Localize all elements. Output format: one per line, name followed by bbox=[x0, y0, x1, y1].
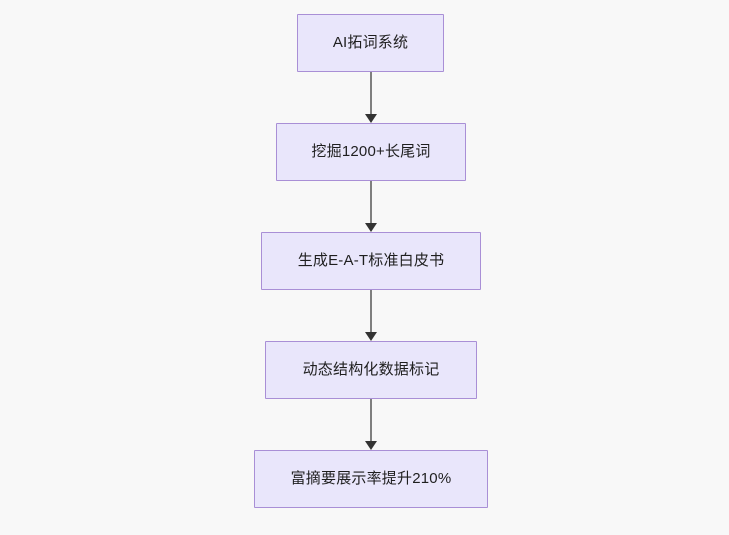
arrowhead-down-icon bbox=[365, 114, 377, 123]
flow-node-eat-whitepaper[interactable]: 生成E-A-T标准白皮书 bbox=[261, 232, 481, 290]
connector-line bbox=[370, 290, 372, 332]
flow-connector-1-to-2 bbox=[359, 72, 383, 123]
connector-line bbox=[370, 72, 372, 114]
flow-connector-4-to-5 bbox=[359, 399, 383, 450]
arrowhead-down-icon bbox=[365, 223, 377, 232]
flow-node-longtail-keywords[interactable]: 挖掘1200+长尾词 bbox=[276, 123, 466, 181]
flow-connector-3-to-4 bbox=[359, 290, 383, 341]
flow-node-rich-snippet-result[interactable]: 富摘要展示率提升210% bbox=[254, 450, 488, 508]
arrowhead-down-icon bbox=[365, 441, 377, 450]
flow-node-ai-keyword-system[interactable]: AI拓词系统 bbox=[297, 14, 444, 72]
flow-node-label: 动态结构化数据标记 bbox=[302, 360, 440, 378]
flow-node-label: 富摘要展示率提升210% bbox=[290, 469, 452, 487]
flow-connector-2-to-3 bbox=[359, 181, 383, 232]
connector-line bbox=[370, 181, 372, 223]
connector-line bbox=[370, 399, 372, 441]
flow-node-structured-data-markup[interactable]: 动态结构化数据标记 bbox=[265, 341, 477, 399]
flow-node-label: 生成E-A-T标准白皮书 bbox=[297, 251, 445, 269]
flow-node-label: AI拓词系统 bbox=[332, 33, 409, 51]
arrowhead-down-icon bbox=[365, 332, 377, 341]
flow-node-label: 挖掘1200+长尾词 bbox=[311, 142, 431, 160]
